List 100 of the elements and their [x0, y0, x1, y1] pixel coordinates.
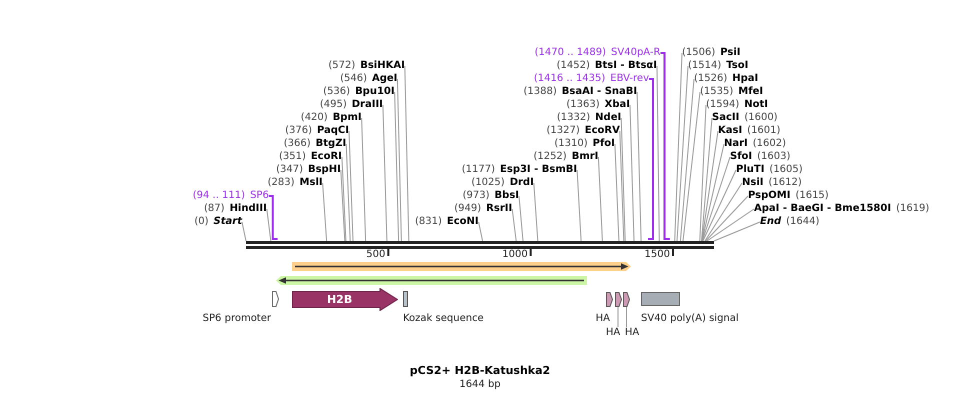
leader-line — [512, 208, 517, 242]
leader-line — [598, 156, 603, 242]
leader-line — [478, 222, 484, 242]
leader-line — [620, 118, 626, 242]
feature-caption: Kozak sequence — [403, 313, 484, 325]
site-label: NsiI (1612) — [742, 177, 802, 189]
site-label: (495) DraIII — [320, 99, 383, 111]
site-label: (831) EcoNI — [415, 216, 479, 228]
site-label: (1535) MfeI — [700, 86, 764, 98]
leader-line — [626, 306, 627, 328]
primer-line — [648, 78, 654, 240]
leader-line — [341, 156, 346, 242]
leader-line — [619, 130, 624, 242]
primer-line — [660, 52, 670, 240]
site-label: (1388) BsaAI - SnaBI — [524, 86, 638, 98]
leader-line — [576, 170, 582, 242]
leader-line — [680, 78, 694, 242]
leader-line — [674, 52, 682, 242]
leader-line — [704, 182, 742, 242]
site-label: PspOMI (1615) — [748, 190, 829, 202]
leader-line — [701, 130, 718, 242]
site-label: (1452) BtsI - BtsαI — [556, 60, 657, 72]
leader-line — [348, 130, 354, 242]
leader-line — [636, 92, 642, 242]
site-label: (0) Start — [194, 216, 242, 228]
site-label: (1025) DrdI — [471, 177, 534, 189]
leader-line — [382, 104, 388, 242]
leader-line — [518, 196, 524, 242]
leader-line — [242, 222, 246, 242]
leader-line — [682, 92, 700, 242]
leader-line — [396, 78, 402, 242]
site-label: (366) BtgZI — [284, 138, 346, 150]
site-label: End (1644) — [760, 216, 820, 228]
scale-label: 500 — [366, 249, 386, 261]
site-label: KasI (1601) — [718, 125, 780, 137]
site-label: (1327) EcoRV — [546, 125, 620, 137]
site-label: (1252) BmrI — [533, 151, 598, 163]
leader-line — [706, 208, 754, 242]
site-label: (949) RsrII — [454, 203, 512, 215]
site-label: (546) AgeI — [340, 73, 398, 85]
site-label: (973) BbsI — [462, 190, 519, 202]
scale-label: 1500 — [644, 249, 670, 261]
leader-line — [702, 156, 730, 242]
leader-line — [533, 182, 538, 242]
leader-line — [702, 144, 724, 242]
leader-line — [699, 104, 706, 242]
site-label: (1514) TsoI — [688, 60, 748, 72]
leader-line — [614, 144, 620, 242]
leader-line — [340, 170, 346, 242]
site-label: (1177) Esp3I - BsmBI — [462, 164, 578, 176]
leader-line — [322, 182, 328, 242]
sequence-length: 1644 bp — [459, 379, 501, 391]
dna-backbone — [246, 241, 714, 249]
map-title: pCS2+ H2B-Katushka2 — [410, 364, 550, 377]
site-label: (351) EcoRI — [278, 151, 342, 163]
site-label: NarI (1602) — [724, 138, 786, 150]
promoter-feature — [272, 291, 279, 307]
sequence-feature — [641, 292, 680, 306]
primer-label: (1470 .. 1489) SV40pA-R — [534, 47, 660, 59]
leader-line — [361, 118, 366, 242]
site-label: (1526) HpaI — [694, 73, 758, 85]
site-label: (376) PaqCI — [285, 125, 349, 137]
site-label: (87) HindIII — [204, 203, 267, 215]
site-label: (1594) NotI — [706, 99, 768, 111]
site-label: (1506) PsiI — [682, 47, 741, 59]
feature-caption: SV40 poly(A) signal — [641, 313, 739, 325]
leader-line — [630, 104, 634, 242]
scale-label: 1000 — [502, 249, 528, 261]
site-label: (536) Bpu10I — [323, 86, 395, 98]
site-label: (347) BspHI — [276, 164, 341, 176]
sequence-feature — [403, 291, 408, 307]
site-label: (420) BpmI — [300, 112, 362, 124]
tag-feature — [623, 292, 630, 307]
leader-line — [656, 66, 660, 242]
site-label: (1310) PfoI — [554, 138, 615, 150]
primer-label: (94 .. 111) SP6 — [192, 190, 269, 202]
site-label: (283) MslI — [268, 177, 323, 189]
leader-line — [701, 118, 712, 242]
feature-caption: HA — [596, 313, 610, 325]
leader-line — [702, 170, 736, 242]
feature-caption: HA — [624, 327, 640, 339]
leader-line — [394, 92, 400, 242]
tag-feature — [614, 292, 622, 307]
leader-line — [714, 222, 760, 242]
leader-line — [676, 66, 688, 242]
site-label: SacII (1600) — [712, 112, 778, 124]
open-reading-frame — [292, 262, 631, 271]
leader-line — [346, 144, 351, 242]
leader-line — [404, 66, 410, 242]
site-label: SfoI (1603) — [730, 151, 790, 163]
site-label: (1363) XbaI — [566, 99, 630, 111]
leader-line — [266, 208, 272, 242]
tag-feature — [606, 292, 613, 307]
site-label: (572) BsiHKAI — [328, 60, 405, 72]
site-label: PluTI (1605) — [736, 164, 803, 176]
site-label: (1332) NdeI — [556, 112, 622, 124]
site-label: ApaI - BaeGI - Bme1580I (1619) — [754, 203, 930, 215]
primer-label: (1416 .. 1435) EBV-rev — [534, 73, 649, 85]
open-reading-frame — [276, 276, 587, 285]
feature-caption: SP6 promoter — [202, 313, 271, 325]
